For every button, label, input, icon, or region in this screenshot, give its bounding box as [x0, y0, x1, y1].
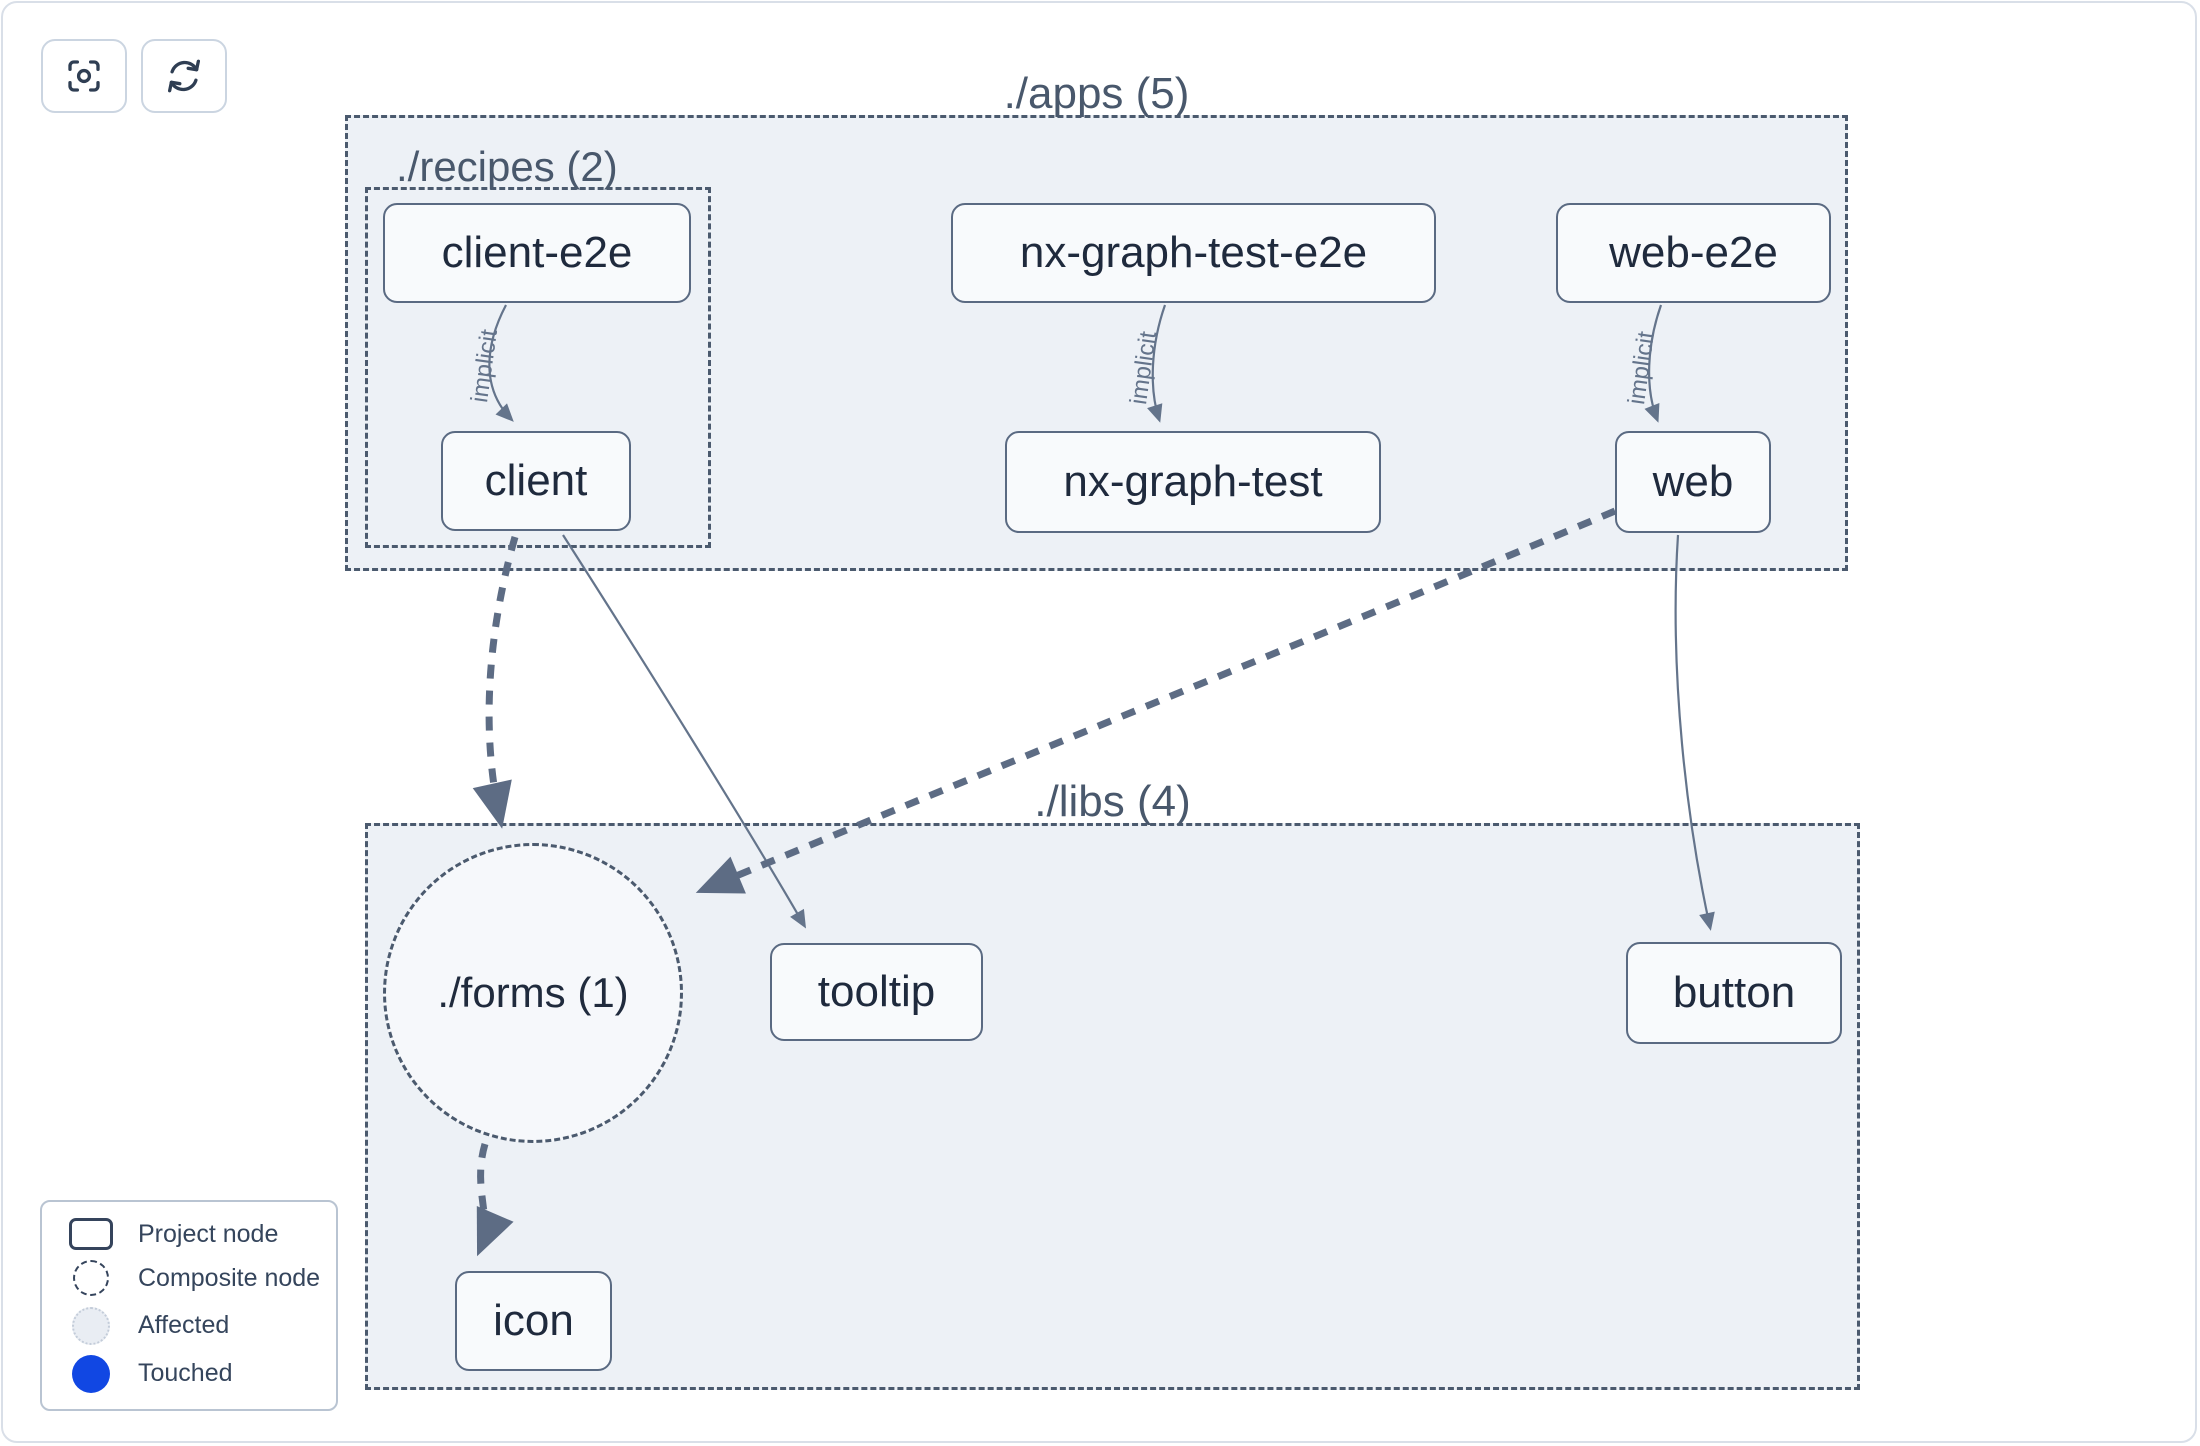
- legend-item-project-node: Project node: [42, 1218, 336, 1251]
- composite-node-swatch: [73, 1260, 109, 1297]
- project-node-web-e2e-label: web-e2e: [1609, 228, 1778, 277]
- edge-label-implicit-1: implicit: [466, 327, 503, 404]
- project-node-client-e2e-label: client-e2e: [441, 228, 633, 277]
- edge-web-to-button[interactable]: [1674, 534, 1715, 931]
- project-node-button[interactable]: button: [1626, 942, 1842, 1044]
- group-recipes-label: ./recipes (2): [396, 142, 618, 190]
- edge-web-to-forms[interactable]: [695, 507, 1617, 894]
- edge-client-to-tooltip[interactable]: [562, 534, 807, 929]
- project-node-nx-graph-test[interactable]: nx-graph-test: [1005, 431, 1381, 533]
- legend-item-composite-node: Composite node: [42, 1260, 336, 1297]
- group-libs-label: ./libs (4): [1034, 776, 1191, 826]
- edge-client-e2e-to-client[interactable]: [488, 304, 514, 422]
- refresh-graph-button[interactable]: [141, 39, 227, 113]
- touched-swatch: [72, 1354, 110, 1393]
- project-node-client[interactable]: client: [441, 431, 631, 531]
- edge-label-implicit-3: implicit: [1623, 329, 1660, 406]
- edge-nx-graph-test-e2e-to-nx-graph-test[interactable]: [1147, 304, 1167, 423]
- edge-client-to-forms[interactable]: [472, 536, 519, 829]
- affected-swatch: [72, 1306, 110, 1345]
- legend: Project node Composite node Affected Tou…: [40, 1200, 338, 1411]
- group-recipes[interactable]: ./recipes (2): [365, 143, 711, 548]
- project-node-client-e2e[interactable]: client-e2e: [383, 203, 691, 303]
- focus-target-icon: [68, 60, 100, 92]
- project-node-web-e2e[interactable]: web-e2e: [1556, 203, 1831, 303]
- project-node-nx-graph-test-e2e[interactable]: nx-graph-test-e2e: [951, 203, 1436, 303]
- group-apps-label: ./apps (5): [1003, 68, 1190, 118]
- legend-label-project-node: Project node: [138, 1219, 279, 1248]
- project-node-button-label: button: [1672, 968, 1796, 1017]
- project-node-icon-label: icon: [493, 1296, 574, 1345]
- legend-label-composite-node: Composite node: [138, 1263, 321, 1292]
- project-node-web[interactable]: web: [1615, 431, 1771, 533]
- project-node-swatch: [69, 1218, 113, 1251]
- legend-item-affected: Affected: [42, 1306, 336, 1345]
- project-node-tooltip-label: tooltip: [817, 967, 936, 1016]
- composite-node-forms[interactable]: ./forms (1): [383, 843, 683, 1143]
- center-graph-button[interactable]: [41, 39, 127, 113]
- legend-item-touched: Touched: [42, 1354, 336, 1393]
- composite-node-forms-label: ./forms (1): [437, 969, 629, 1016]
- project-node-client-label: client: [484, 456, 588, 505]
- edges-layer: implicit implicit implicit: [466, 304, 1715, 1257]
- edge-label-implicit-2: implicit: [1125, 329, 1162, 406]
- edge-forms-to-icon[interactable]: [476, 1143, 514, 1257]
- legend-label-affected: Affected: [138, 1311, 230, 1340]
- project-node-nx-graph-test-e2e-label: nx-graph-test-e2e: [1019, 228, 1368, 277]
- legend-label-touched: Touched: [138, 1359, 233, 1388]
- project-node-icon[interactable]: icon: [455, 1271, 612, 1371]
- project-node-tooltip[interactable]: tooltip: [770, 943, 983, 1041]
- refresh-icon: [167, 59, 201, 93]
- edge-web-e2e-to-web[interactable]: [1644, 304, 1663, 423]
- project-node-web-label: web: [1652, 457, 1734, 506]
- project-node-nx-graph-test-label: nx-graph-test: [1063, 457, 1323, 506]
